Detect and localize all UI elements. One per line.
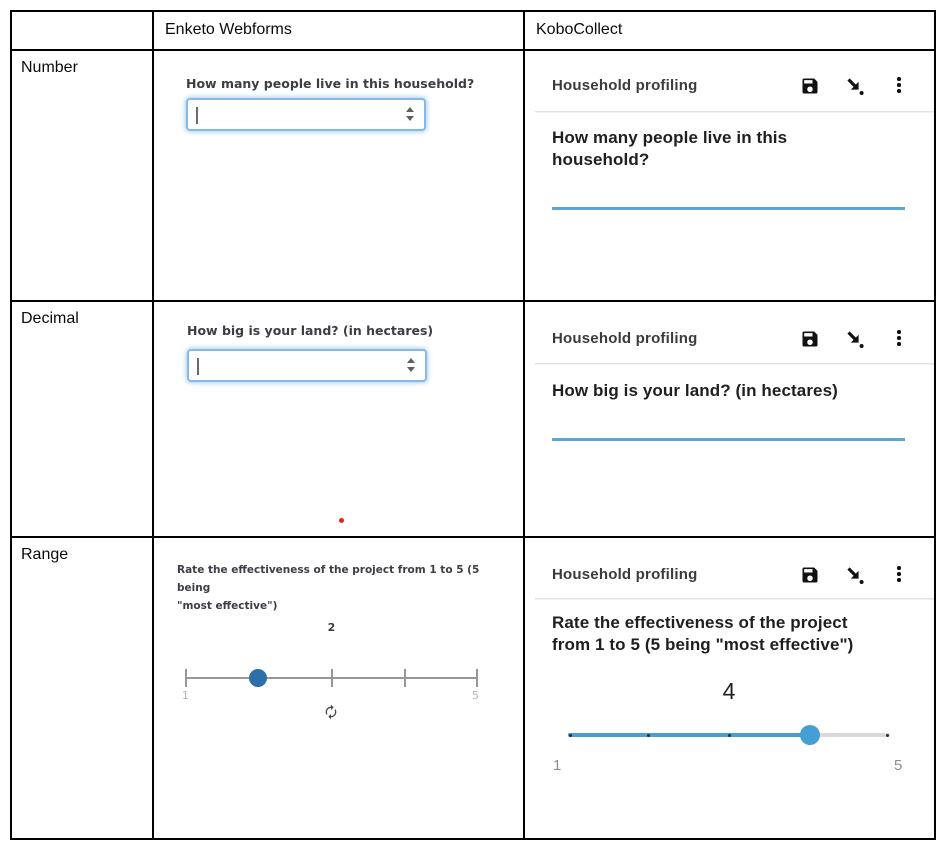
decimal-input[interactable]	[187, 349, 427, 382]
range-slider[interactable]	[568, 725, 890, 745]
enketo-decimal-cell: How big is your land? (in hectares)	[154, 302, 525, 538]
text-field-underline[interactable]	[552, 207, 905, 210]
app-title: Household profiling	[552, 330, 698, 347]
overflow-menu-icon[interactable]	[889, 76, 909, 96]
kobo-appbar: Household profiling	[525, 560, 934, 590]
slider-track-fill	[568, 733, 810, 737]
number-input[interactable]	[186, 98, 426, 131]
column-title-kobo: KoboCollect	[536, 21, 623, 38]
row-label-decimal: Decimal	[12, 302, 154, 538]
save-icon[interactable]	[800, 329, 820, 349]
kobo-number-cell: Household profiling How many people live…	[525, 51, 934, 302]
appbar-divider	[535, 363, 934, 365]
row-label-range: Range	[12, 538, 154, 838]
comparison-table: Enketo Webforms KoboCollect Number How m…	[10, 10, 936, 840]
range-max-label: 5	[894, 757, 903, 774]
app-title: Household profiling	[552, 77, 698, 94]
slider-tick-dot	[727, 733, 731, 737]
appbar-divider	[535, 111, 934, 113]
number-spinner[interactable]	[407, 358, 415, 372]
appbar-divider	[535, 598, 934, 600]
kobo-appbar: Household profiling	[525, 324, 934, 354]
range-current-value: 4	[722, 678, 736, 704]
kobo-decimal-cell: Household profiling How big is your land…	[525, 302, 934, 538]
header-cell-kobo: KoboCollect	[525, 12, 934, 51]
slider-tick-dot	[569, 733, 572, 737]
spinner-up-icon[interactable]	[406, 107, 414, 112]
overflow-menu-icon[interactable]	[889, 329, 909, 349]
range-min-label: 1	[553, 757, 562, 774]
kobo-appbar: Household profiling	[525, 71, 934, 101]
slider-thumb[interactable]	[799, 725, 820, 745]
overflow-menu-icon[interactable]	[889, 565, 909, 585]
slider-tick	[476, 669, 478, 687]
range-slider[interactable]	[185, 669, 478, 688]
slider-tick-dot	[647, 733, 650, 737]
text-field-underline[interactable]	[552, 438, 905, 441]
spinner-down-icon[interactable]	[407, 367, 415, 372]
spinner-up-icon[interactable]	[407, 358, 415, 363]
range-max-label: 5	[472, 689, 479, 702]
slider-tick	[330, 669, 333, 687]
jump-to-end-icon[interactable]	[845, 76, 865, 96]
number-spinner[interactable]	[406, 107, 414, 121]
text-caret	[197, 358, 199, 375]
range-min-label: 1	[182, 689, 189, 702]
save-icon[interactable]	[800, 76, 820, 96]
red-dot	[339, 518, 344, 523]
range-current-value: 2	[327, 621, 336, 634]
jump-to-end-icon[interactable]	[845, 565, 865, 585]
jump-to-end-icon[interactable]	[845, 329, 865, 349]
kobo-range-cell: Household profiling Rate the effectivene…	[525, 538, 934, 838]
question-label: How big is your land? (in hectares)	[187, 323, 434, 338]
slider-thumb[interactable]	[249, 669, 268, 687]
app-title: Household profiling	[552, 566, 698, 583]
spinner-down-icon[interactable]	[406, 116, 414, 121]
header-cell-enketo: Enketo Webforms	[154, 12, 525, 51]
question-label: How many people live in this household?	[186, 76, 475, 91]
reset-icon[interactable]	[323, 704, 339, 720]
column-title-enketo: Enketo Webforms	[165, 21, 292, 38]
slider-tick-dot	[886, 733, 889, 737]
text-caret	[196, 107, 198, 124]
slider-tick	[403, 669, 406, 687]
question-label: Rate the effectiveness of the project fr…	[177, 564, 480, 612]
enketo-range-cell: Rate the effectiveness of the project fr…	[154, 538, 525, 838]
question-label: How many people live in this household?	[552, 128, 788, 169]
enketo-number-cell: How many people live in this household?	[154, 51, 525, 302]
slider-tick	[185, 669, 187, 687]
question-label: How big is your land? (in hectares)	[552, 381, 838, 400]
save-icon[interactable]	[800, 565, 820, 585]
header-cell-empty	[12, 12, 154, 51]
row-label-number: Number	[12, 51, 154, 302]
question-label: Rate the effectiveness of the project fr…	[552, 613, 854, 654]
